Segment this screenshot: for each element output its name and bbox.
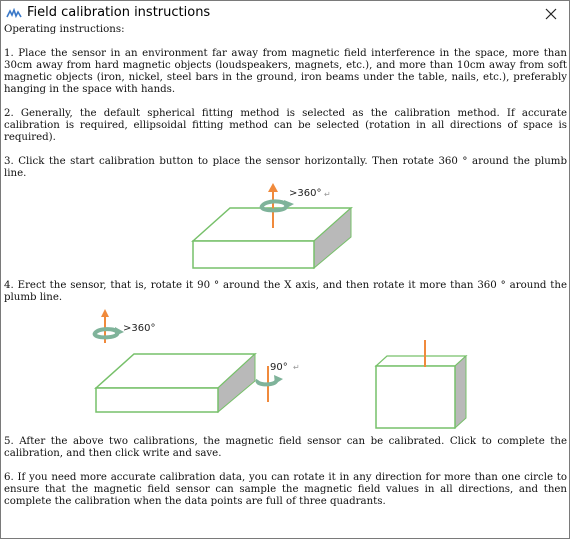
step-2-text: 2. Generally, the default spherical fitt… xyxy=(4,108,567,143)
title-bar: Field calibration instructions xyxy=(1,1,569,27)
app-logo-icon xyxy=(6,8,22,19)
window-title: Field calibration instructions xyxy=(27,5,211,20)
step-3-text: 3. Click the start calibration button to… xyxy=(4,156,567,179)
horizontal-rotation-illustration: >360° ↵ xyxy=(189,180,354,272)
vertical-rotation-illustration: >360° 90° ↵ xyxy=(90,309,479,434)
tilt-label: 90° xyxy=(270,362,288,373)
vertical-rotation-figure: >360° 90° ↵ xyxy=(4,304,567,434)
instructions-heading: Operating instructions: xyxy=(4,24,125,35)
return-mark: ↵ xyxy=(324,190,331,199)
step-4-text: 4. Erect the sensor, that is, rotate it … xyxy=(4,280,567,303)
horizontal-rotation-figure: >360° ↵ xyxy=(4,180,567,272)
step-1-text: 1. Place the sensor in an environment fa… xyxy=(4,48,567,95)
close-button[interactable] xyxy=(533,1,569,27)
step-5-text: 5. After the above two calibrations, the… xyxy=(4,436,567,459)
rotation-label: >360° xyxy=(289,188,321,199)
close-icon xyxy=(545,8,557,20)
step-6-text: 6. If you need more accurate calibration… xyxy=(4,472,567,507)
rotation-label-2: >360° xyxy=(123,323,155,334)
return-mark-2: ↵ xyxy=(293,363,300,372)
instructions-content: Operating instructions: 1. Place the sen… xyxy=(4,24,567,508)
